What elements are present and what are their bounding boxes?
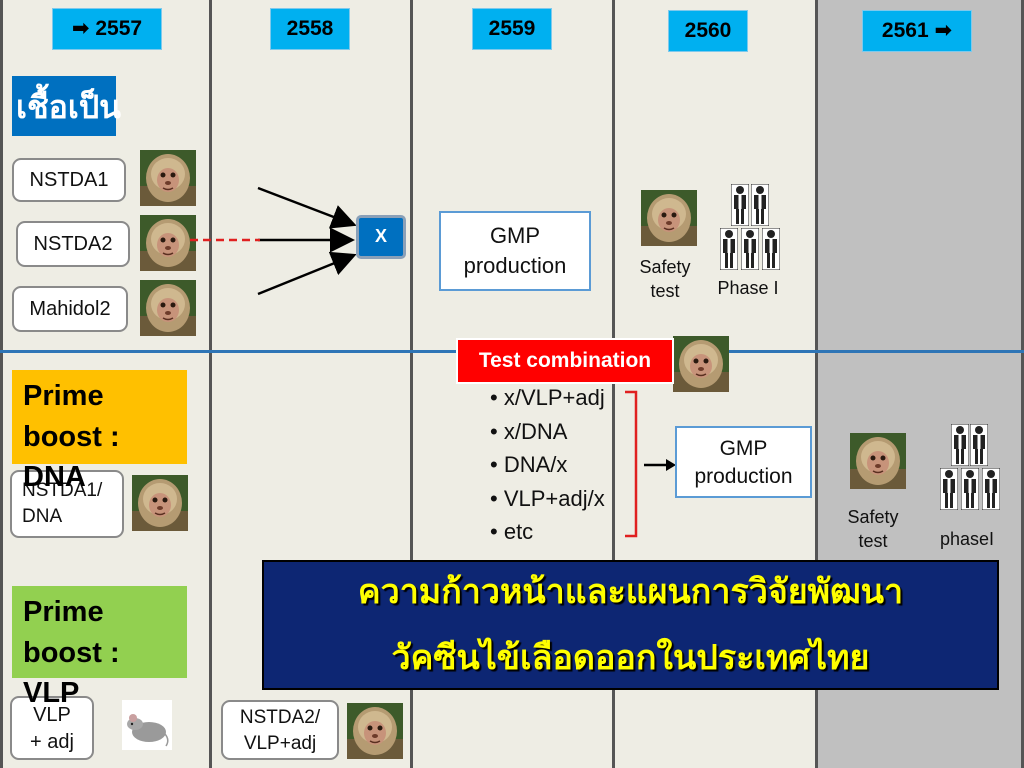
column-2558 [212,0,413,768]
prime-boost-dna-line1: Prime [23,380,104,412]
test-combination-item: • x/VLP+adj [490,385,605,410]
safety-test-label-1: Safety test [630,255,700,303]
phase-2-label: phaseI [939,529,995,549]
nstda1-dna-line1: NSTDA1/ [22,480,103,501]
human-icon [741,228,759,270]
gmp-production-1-line2: production [463,253,567,278]
strain-pill-mahidol2: Mahidol2 [12,286,128,332]
nstda1-dna-pill: NSTDA1/ DNA [10,470,124,538]
combination-target-box: X [356,215,406,259]
prime-boost-vlp-line3: VLP [23,677,80,709]
safety-test-1-line1: Safety [639,257,691,277]
gmp-production-2-line2: production [694,465,793,488]
human-icon [970,424,988,466]
monkey-image-nstda2-vlp [347,703,403,759]
test-combination-list: • x/VLP+adj • x/DNA • DNA/x • VLP+adj/x … [490,381,605,549]
gmp-production-2-line1: GMP [719,437,768,460]
strain-pill-nstda1: NSTDA1 [12,158,126,202]
year-tab-2559: 2559 [472,8,552,50]
banner-line2: วัคซีนไข้เลือดออกในประเทศไทย [391,638,870,678]
monkey-image-nstda1-dna [132,475,188,531]
human-icon [751,184,769,226]
combination-bracket [625,390,676,538]
phase-1-label: Phase I [717,278,779,298]
vlp-adj-pill: VLP + adj [10,696,94,760]
banner-line1: ความก้าวหน้าและแผนการวิจัยพัฒนา [357,572,904,612]
test-combination-item: • x/DNA [490,418,568,444]
human-icon [940,468,958,510]
nstda2-vlp-pill: NSTDA2/ VLP+adj [221,700,339,760]
live-virus-heading-box [12,76,116,136]
human-icon [720,228,738,270]
human-icon [961,468,979,510]
test-combination-item: • DNA/x [490,452,568,477]
test-combination-title: Test combination [456,338,674,384]
prime-boost-vlp-line2: boost : [23,637,120,669]
gmp-production-box-1: GMP production [439,211,591,291]
prime-boost-dna-line2: boost : [23,421,120,453]
gmp-production-box-2: GMP production [675,426,812,498]
vlp-adj-line2: + adj [30,731,74,753]
strain-pill-nstda2: NSTDA2 [16,221,130,267]
nstda2-vlp-line1: NSTDA2/ [239,707,321,728]
combination-arrows [190,186,357,296]
test-combination-item: • VLP+adj/x [490,485,605,511]
prime-boost-vlp-line1: Prime [23,596,104,628]
monkey-image-test-combination [673,336,729,392]
column-2559 [413,0,615,768]
column-2557 [0,0,212,768]
year-tab-2558: 2558 [270,8,350,50]
test-combination-item: • etc [490,519,534,544]
nstda1-dna-line2: DNA [22,506,63,527]
human-icon [951,424,969,466]
monkey-image-safety-1 [641,190,697,246]
vlp-adj-line1: VLP [33,704,71,726]
nstda2-vlp-line2: VLP+adj [243,733,317,754]
column-2560 [615,0,818,768]
safety-test-2-line1: Safety [847,507,899,527]
gmp-production-1-line1: GMP [489,223,541,248]
safety-test-2-line2: test [858,531,888,551]
human-icon [762,228,780,270]
safety-test-1-line2: test [650,281,680,301]
prime-boost-dna-line3: DNA [23,461,86,493]
monkey-image-safety-2 [850,433,906,489]
year-tab-2560: 2560 [668,10,748,52]
mouse-image [122,700,172,750]
year-tab-2561: 2561 ➡ [862,10,972,52]
title-banner: ความก้าวหน้าและแผนการวิจัยพัฒนา วัคซีนไข… [262,560,999,690]
prime-boost-vlp-box: Prime boost : [12,586,187,678]
live-virus-heading: เชื้อเป็น [16,89,121,125]
year-tab-2557: ➡ 2557 [52,8,162,50]
safety-test-label-2: Safety test [838,505,908,553]
prime-boost-dna-box: Prime boost : [12,370,187,464]
human-icon [982,468,1000,510]
human-icon [731,184,749,226]
